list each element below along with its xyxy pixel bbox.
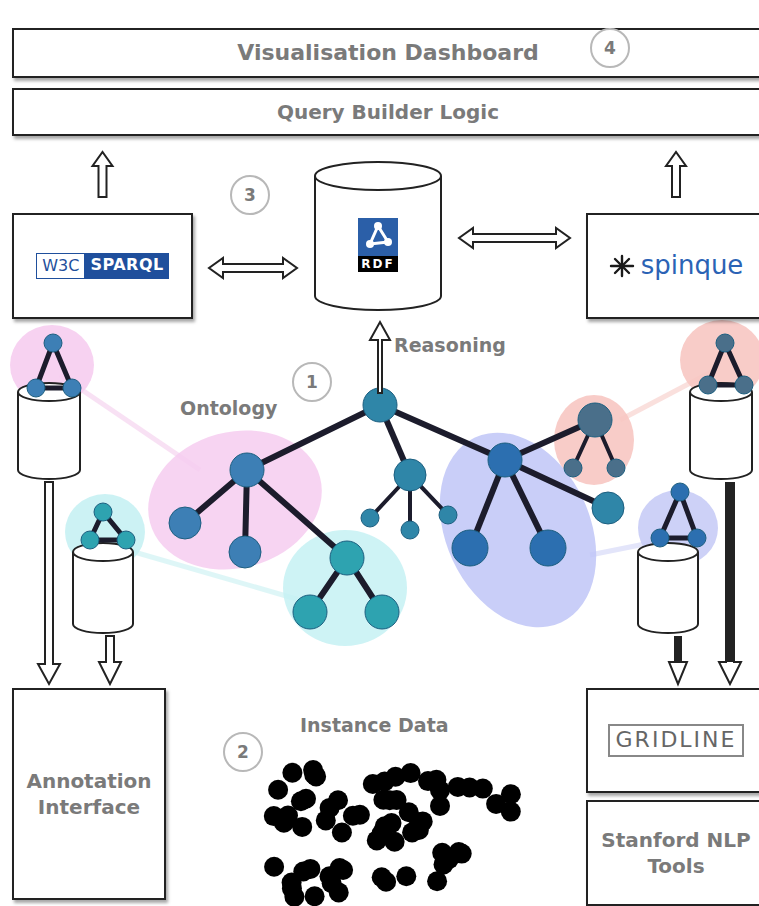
dashboard-bar: Visualisation Dashboard (12, 28, 759, 78)
sparql-logo: W3CSPARQL (36, 253, 168, 278)
callout-number: 1 (292, 362, 332, 402)
text-label: Reasoning (394, 334, 506, 356)
rdf-store: RDF (313, 160, 443, 312)
gridline-box: GRIDLINE (586, 688, 759, 793)
cylinder-outline (313, 160, 443, 312)
node-text: Visualisation Dashboard (237, 39, 538, 68)
node-text: Annotation Interface (22, 768, 156, 820)
connector-arrow (93, 152, 113, 197)
callout-number: 4 (590, 28, 630, 68)
sparql-box: W3CSPARQL (12, 213, 193, 319)
node-text: Stanford NLP Tools (596, 827, 756, 879)
connector-arrow (666, 152, 686, 197)
spinque-star (609, 253, 635, 279)
query-logic-bar: Query Builder Logic (12, 88, 759, 136)
spinque-box: spinque (586, 213, 759, 319)
node-text: GRIDLINE (608, 724, 745, 756)
node-text: RDF (358, 256, 398, 272)
node-text: SPARQL (85, 253, 168, 278)
node-text: Query Builder Logic (277, 99, 499, 125)
node-text: spinque (641, 249, 744, 283)
text-label: Ontology (180, 397, 277, 419)
annotation-box: Annotation Interface (12, 688, 166, 900)
callout-number: 3 (230, 175, 270, 215)
callout-number: 2 (223, 732, 263, 772)
text-label: Instance Data (300, 714, 449, 736)
connector-arrow (209, 258, 297, 278)
node-text: W3C (36, 253, 85, 278)
stanford-box: Stanford NLP Tools (586, 800, 759, 906)
connector-arrow (459, 228, 570, 248)
